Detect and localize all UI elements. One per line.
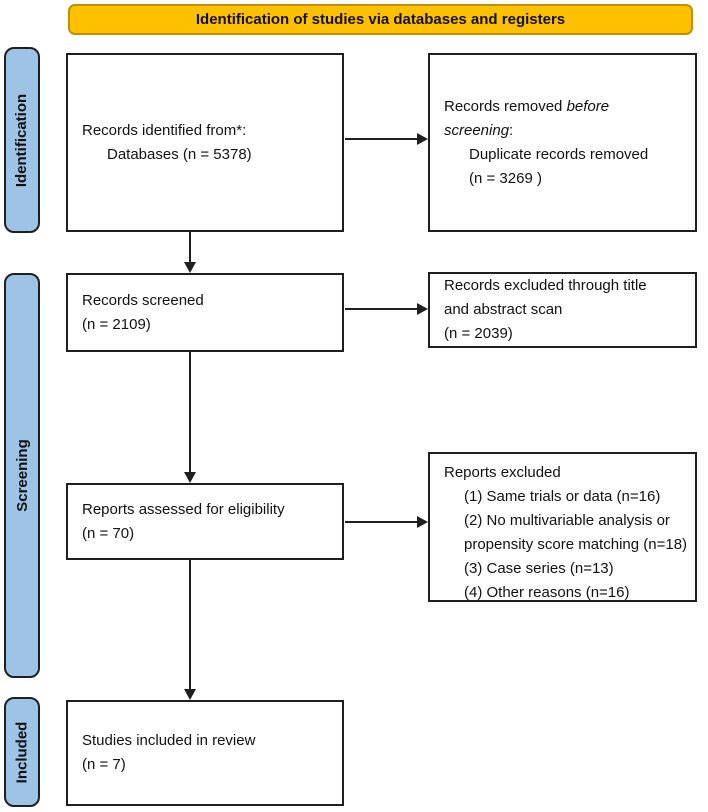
phase-label-screening-text: Screening xyxy=(13,439,31,512)
records-removed-line1: Records removed before xyxy=(444,95,689,119)
records-removed-line3: Duplicate records removed xyxy=(469,145,649,163)
arrow-screened-to-assessed-head-icon xyxy=(184,472,196,483)
arrow-identified-to-screened-line xyxy=(189,232,191,264)
studies-included-line1: Studies included in review xyxy=(82,732,256,749)
reports-assessed-line2: (n = 70) xyxy=(82,524,135,542)
records-excluded-line3: (n = 2039) xyxy=(444,325,513,342)
records-identified-box: Records identified from*: Databases (n =… xyxy=(66,53,344,232)
arrow-screened-to-excluded-head-icon xyxy=(417,303,428,315)
arrow-identified-to-removed-line xyxy=(345,138,419,140)
reports-excluded-title: Reports excluded xyxy=(444,464,561,481)
reports-assessed-box: Reports assessed for eligibility (n = 70… xyxy=(66,483,344,560)
arrow-screened-to-assessed-line xyxy=(189,352,191,474)
reports-excluded-item: (1) Same trials or data (n=16) xyxy=(464,488,661,505)
phase-label-included: Included xyxy=(4,697,40,807)
records-removed-line4: (n = 3269 ) xyxy=(469,169,542,187)
records-removed-line1-italic: before xyxy=(566,97,610,115)
records-screened-line1: Records screened xyxy=(82,291,204,309)
records-removed-box: Records removed before screening: Duplic… xyxy=(428,53,697,232)
arrow-identified-to-screened-head-icon xyxy=(184,262,196,273)
phase-label-identification-text: Identification xyxy=(13,93,31,187)
reports-assessed-line1: Reports assessed for eligibility xyxy=(82,500,285,518)
records-removed-line2-italic: screening xyxy=(444,121,510,139)
phase-label-included-text: Included xyxy=(13,721,31,783)
records-identified-line2: Databases (n = 5378) xyxy=(107,145,252,163)
records-excluded-line2: and abstract scan xyxy=(444,301,563,318)
arrow-assessed-to-included-line xyxy=(189,560,191,690)
records-removed-line2: screening: xyxy=(444,119,689,143)
arrow-identified-to-removed-head-icon xyxy=(417,133,428,145)
reports-excluded-items: (1) Same trials or data (n=16) (2) No mu… xyxy=(444,485,689,605)
studies-included-box: Studies included in review (n = 7) xyxy=(66,700,344,806)
records-identified-line1: Records identified from*: xyxy=(82,121,247,139)
records-screened-box: Records screened (n = 2109) xyxy=(66,273,344,352)
phase-label-identification: Identification xyxy=(4,47,40,233)
records-excluded-line1: Records excluded through title xyxy=(444,277,647,294)
arrow-assessed-to-reports-excluded-head-icon xyxy=(417,516,428,528)
phase-label-screening: Screening xyxy=(4,273,40,678)
records-removed-line2-regular: : xyxy=(509,121,514,139)
reports-excluded-item: (3) Case series (n=13) xyxy=(464,560,614,577)
reports-excluded-item: (2) No multivariable analysis or propens… xyxy=(464,512,688,553)
arrow-assessed-to-reports-excluded-line xyxy=(345,521,419,523)
reports-excluded-item: (4) Other reasons (n=16) xyxy=(464,584,630,601)
reports-excluded-box: Reports excluded (1) Same trials or data… xyxy=(428,452,697,602)
records-screened-line2: (n = 2109) xyxy=(82,315,151,333)
banner-identification-via-databases: Identification of studies via databases … xyxy=(68,4,693,35)
records-removed-line1-regular: Records removed xyxy=(444,97,563,115)
arrow-assessed-to-included-head-icon xyxy=(184,689,196,700)
banner-title: Identification of studies via databases … xyxy=(195,11,566,28)
records-excluded-box: Records excluded through title and abstr… xyxy=(428,272,697,348)
arrow-screened-to-excluded-line xyxy=(345,308,419,310)
studies-included-line2: (n = 7) xyxy=(82,756,126,773)
